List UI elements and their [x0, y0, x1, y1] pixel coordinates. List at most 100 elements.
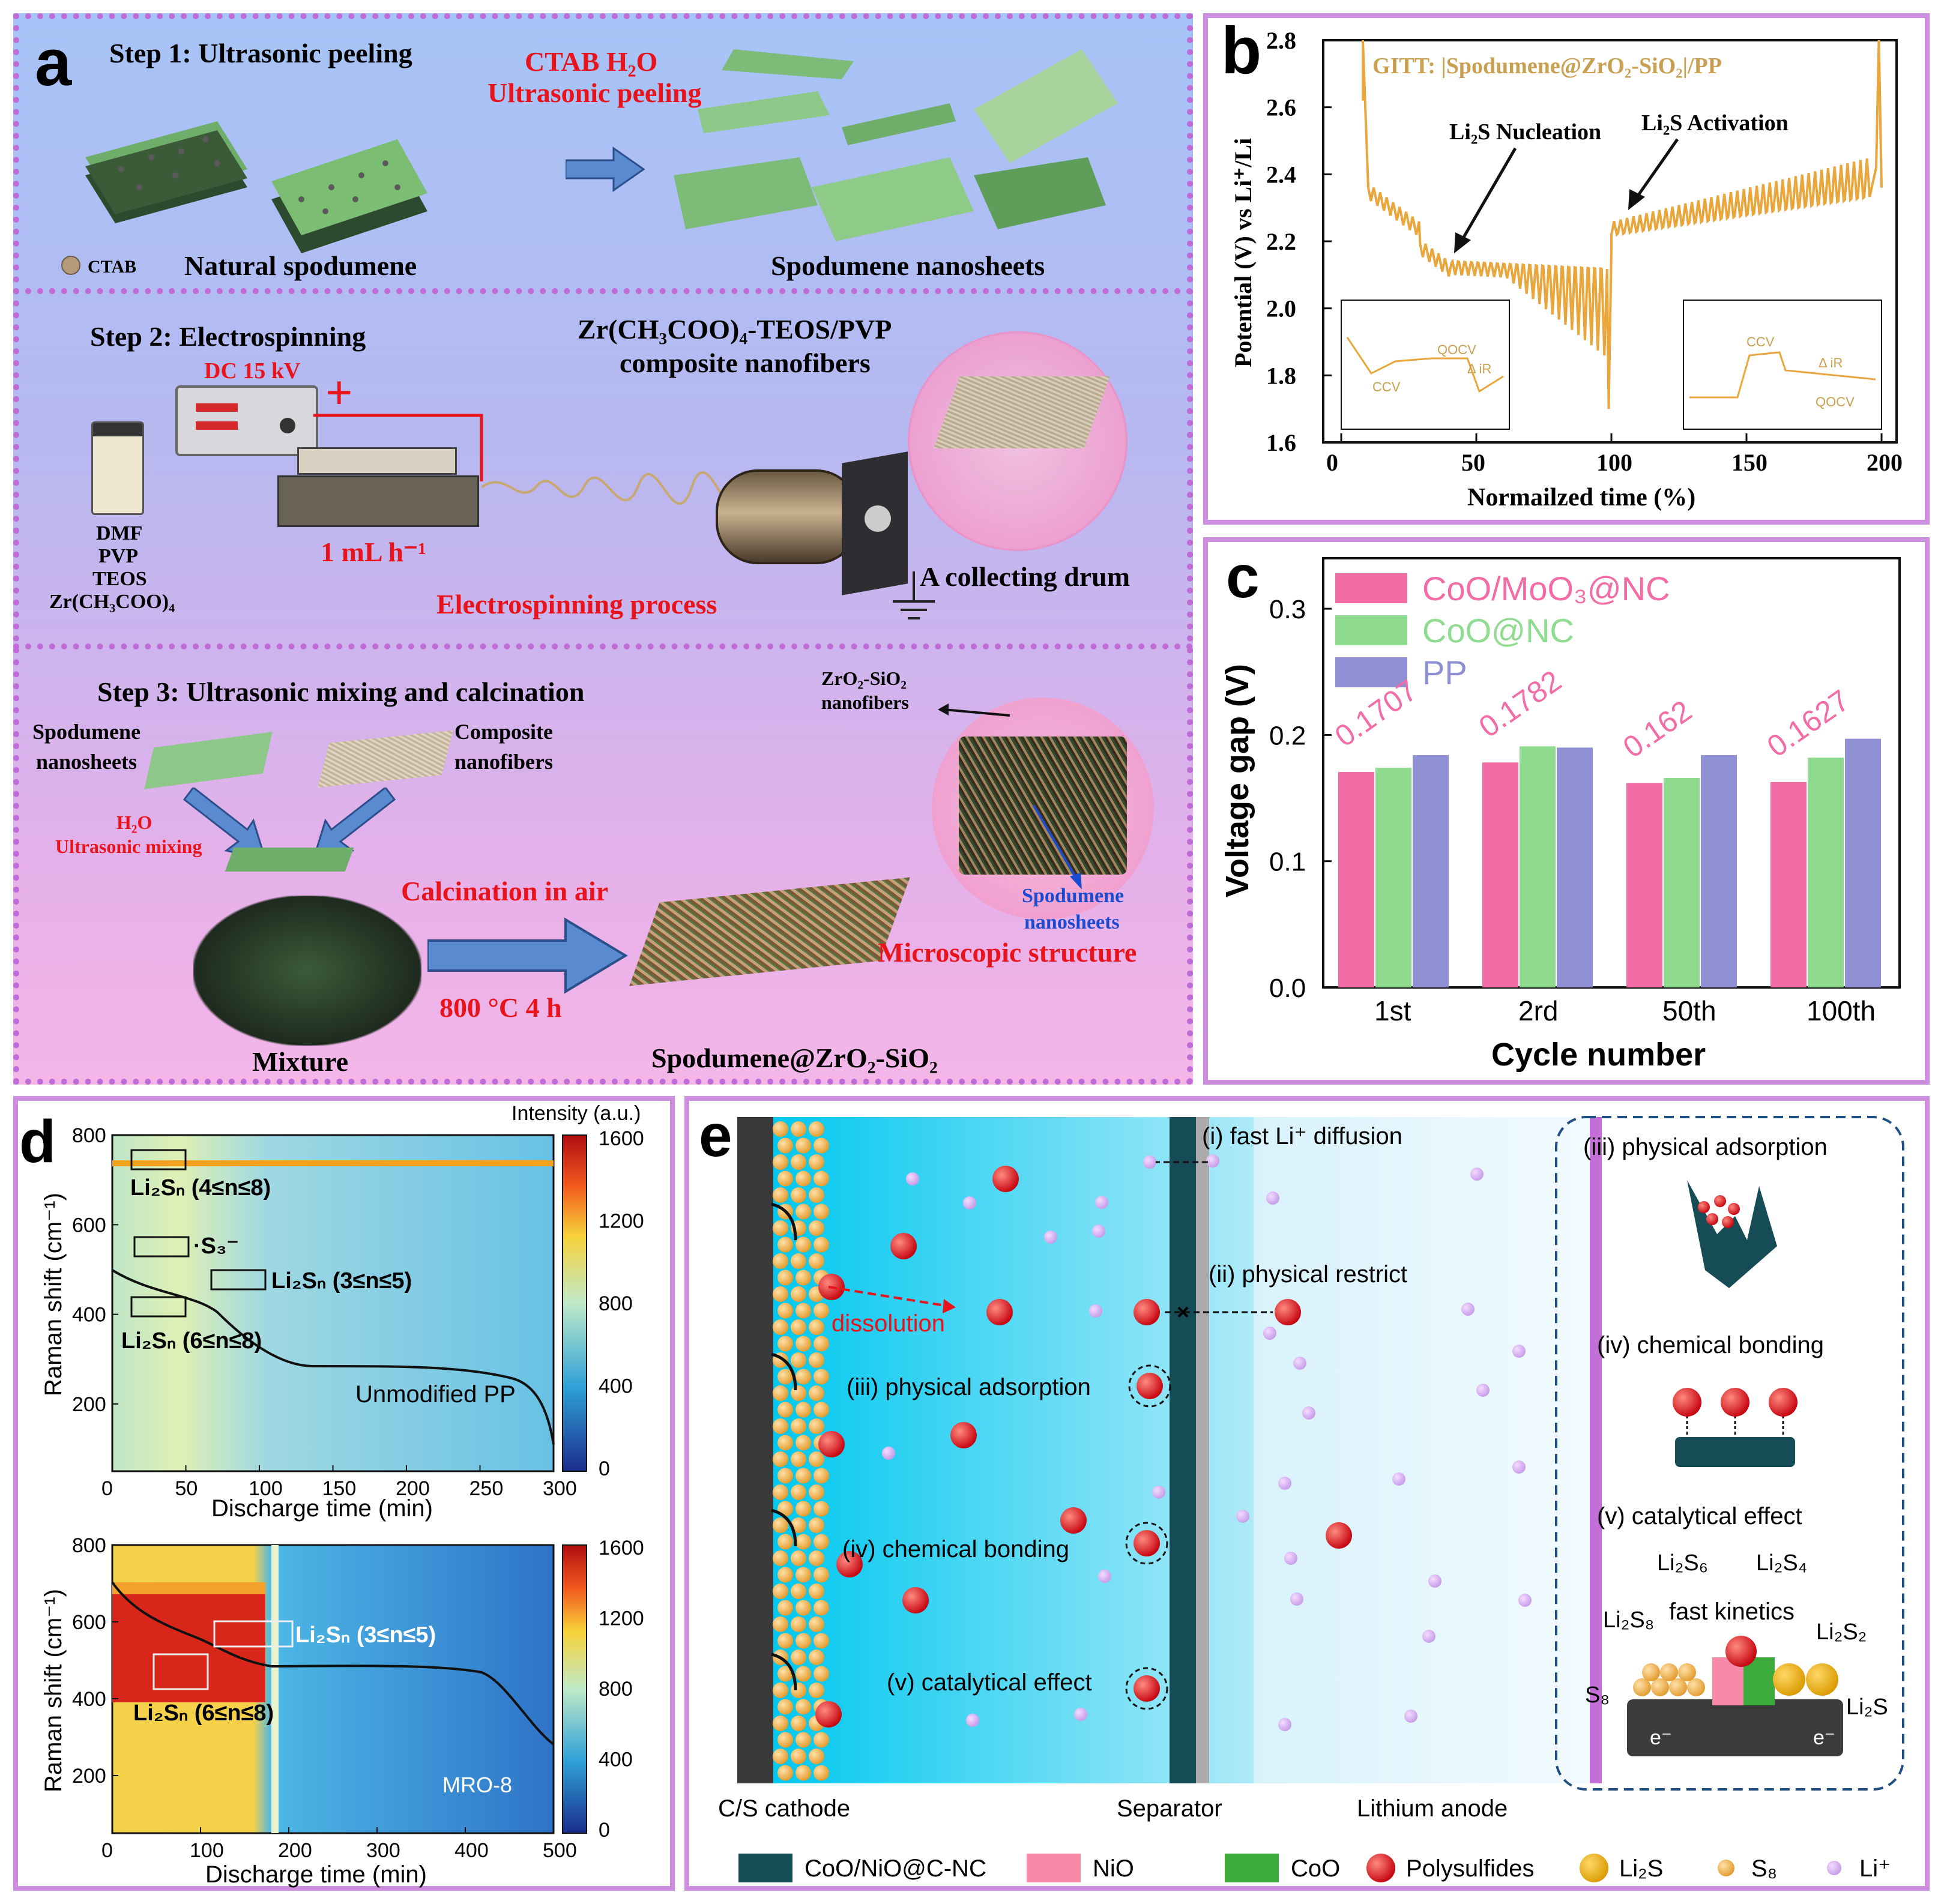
li-ion-particle — [1143, 1155, 1156, 1169]
li-ion-particle — [1284, 1552, 1297, 1565]
box-li2s-particle — [1773, 1663, 1805, 1696]
s8-particle — [814, 1402, 829, 1418]
bar-1-1 — [1520, 746, 1556, 987]
box-s8-particle — [1633, 1678, 1651, 1696]
s8-particle — [773, 1418, 788, 1434]
s8-particle — [773, 1550, 788, 1566]
bar-xtick-label: 50th — [1662, 995, 1716, 1026]
bar-star-marker: ☆ — [1488, 762, 1511, 791]
legend-swatch-0 — [1335, 573, 1407, 603]
s8-particle — [791, 1253, 806, 1269]
raman-xtick-label: 100 — [249, 1477, 283, 1500]
legend-swatch-1 — [1335, 615, 1407, 645]
bar-ytick-label: 0.1 — [1269, 848, 1306, 877]
li-ion-particle — [1098, 1570, 1111, 1583]
li-ion-particle — [1512, 1345, 1526, 1358]
flow-rate: 1 mL h⁻¹ — [321, 537, 427, 567]
s8-particle — [773, 1451, 788, 1467]
raman-ytick-label: 800 — [72, 1534, 106, 1557]
legend-label-1: CoO@NC — [1422, 612, 1574, 649]
li-ion-particle — [1293, 1357, 1306, 1370]
mixed-sheet-icon — [225, 848, 354, 872]
panel-label-a: a — [35, 26, 72, 100]
separator-layer — [1170, 1117, 1196, 1783]
anode-region — [1254, 1117, 1602, 1783]
s8-particle — [777, 1303, 793, 1319]
gitt-ytick-label: 1.6 — [1266, 429, 1296, 456]
li-ion-particle — [1392, 1472, 1405, 1486]
s8-particle — [773, 1154, 788, 1170]
natural-spodumene-caption: Natural spodumene — [184, 250, 417, 281]
colorbar-tick-label: 1200 — [599, 1210, 644, 1233]
drum-label: A collecting drum — [920, 561, 1130, 592]
li-ion-particle — [1512, 1460, 1526, 1474]
legend-swatch-5 — [1718, 1860, 1734, 1876]
s8-particle — [814, 1567, 829, 1583]
raman-maps: d Intensity (a.u.) Li₂Sₙ (4≤n≤8) ·S₃⁻ Li… — [19, 1102, 644, 1888]
s8-particle — [791, 1154, 806, 1170]
li-ion-particle — [1236, 1510, 1249, 1523]
wire-line — [313, 414, 483, 481]
raman-xtick-label: 0 — [101, 1477, 113, 1500]
step3-right-input-1: Composite — [454, 720, 553, 744]
catalyst-substrate-icon — [1627, 1699, 1843, 1756]
bottom-label-2: Li₂Sₙ (6≤n≤8) — [133, 1701, 274, 1726]
polysulfide-particle — [815, 1701, 842, 1728]
cathode-label: C/S cathode — [718, 1795, 850, 1822]
cycle-li2s8: Li₂S₈ — [1603, 1607, 1654, 1633]
s8-particle — [795, 1600, 811, 1616]
step-divider-2 — [13, 643, 1193, 649]
solution-pvp: PVP — [98, 545, 139, 567]
s8-particle — [777, 1567, 793, 1583]
legend-label-5: S₈ — [1751, 1855, 1777, 1882]
box-li2s-particle — [1806, 1663, 1838, 1696]
li-ion-particle — [1092, 1225, 1105, 1238]
s8-particle — [809, 1649, 824, 1665]
box-top-4 — [130, 1296, 187, 1318]
s8-particle — [795, 1666, 811, 1682]
gitt-ytick-label: 1.8 — [1266, 362, 1296, 389]
raman-ytick-label: 600 — [72, 1214, 106, 1237]
fiber-mat — [934, 376, 1110, 448]
s8-particle — [773, 1220, 788, 1236]
highlight-circle — [1128, 1364, 1171, 1408]
inset-right-ccv: CCV — [1746, 334, 1775, 349]
s8-particle — [773, 1716, 788, 1731]
s8-particle — [795, 1699, 811, 1715]
s8-particle — [795, 1534, 811, 1550]
map-top-band — [112, 1160, 554, 1166]
bar-xtick-label: 100th — [1807, 995, 1876, 1026]
li-ion-particle — [1152, 1486, 1165, 1499]
s8-particle — [777, 1534, 793, 1550]
adsorption-label: (iii) physical adsorption — [847, 1374, 1091, 1400]
catalytic-label: (v) catalytical effect — [887, 1669, 1092, 1696]
s8-particle — [795, 1468, 811, 1484]
s8-particle — [814, 1336, 829, 1352]
polysulfide-particle — [1137, 1373, 1163, 1399]
polysulfide-particle — [1133, 1675, 1160, 1702]
box-top-2 — [133, 1236, 190, 1258]
step1-process: Ultrasonic peeling — [488, 77, 702, 108]
polysulfide-particle — [950, 1422, 977, 1448]
s8-particle — [777, 1435, 793, 1451]
s8-particle — [773, 1121, 788, 1137]
bonded-polysulfide — [1769, 1388, 1798, 1417]
polysulfide-particle — [902, 1587, 929, 1613]
curved-arrow — [771, 1652, 797, 1691]
s8-particle — [809, 1154, 824, 1170]
raman-ytick-label: 400 — [72, 1688, 106, 1711]
raman-ytick-label: 800 — [72, 1124, 106, 1147]
s8-particle — [809, 1319, 824, 1335]
power-supply-icon — [175, 385, 318, 456]
cycle-li2s: Li₂S — [1846, 1695, 1888, 1720]
gitt-ann-activation: Li₂S Activation — [1641, 110, 1789, 136]
li-ion-particle — [882, 1447, 895, 1460]
s8-particle — [795, 1204, 811, 1220]
s8-particle — [809, 1352, 824, 1368]
legend-swatch-2 — [1335, 657, 1407, 687]
s8-particle — [809, 1253, 824, 1269]
legend-label-3: Polysulfides — [1406, 1855, 1534, 1882]
s8-particle — [809, 1484, 824, 1500]
s8-particle — [791, 1286, 806, 1302]
s8-particle — [791, 1451, 806, 1467]
